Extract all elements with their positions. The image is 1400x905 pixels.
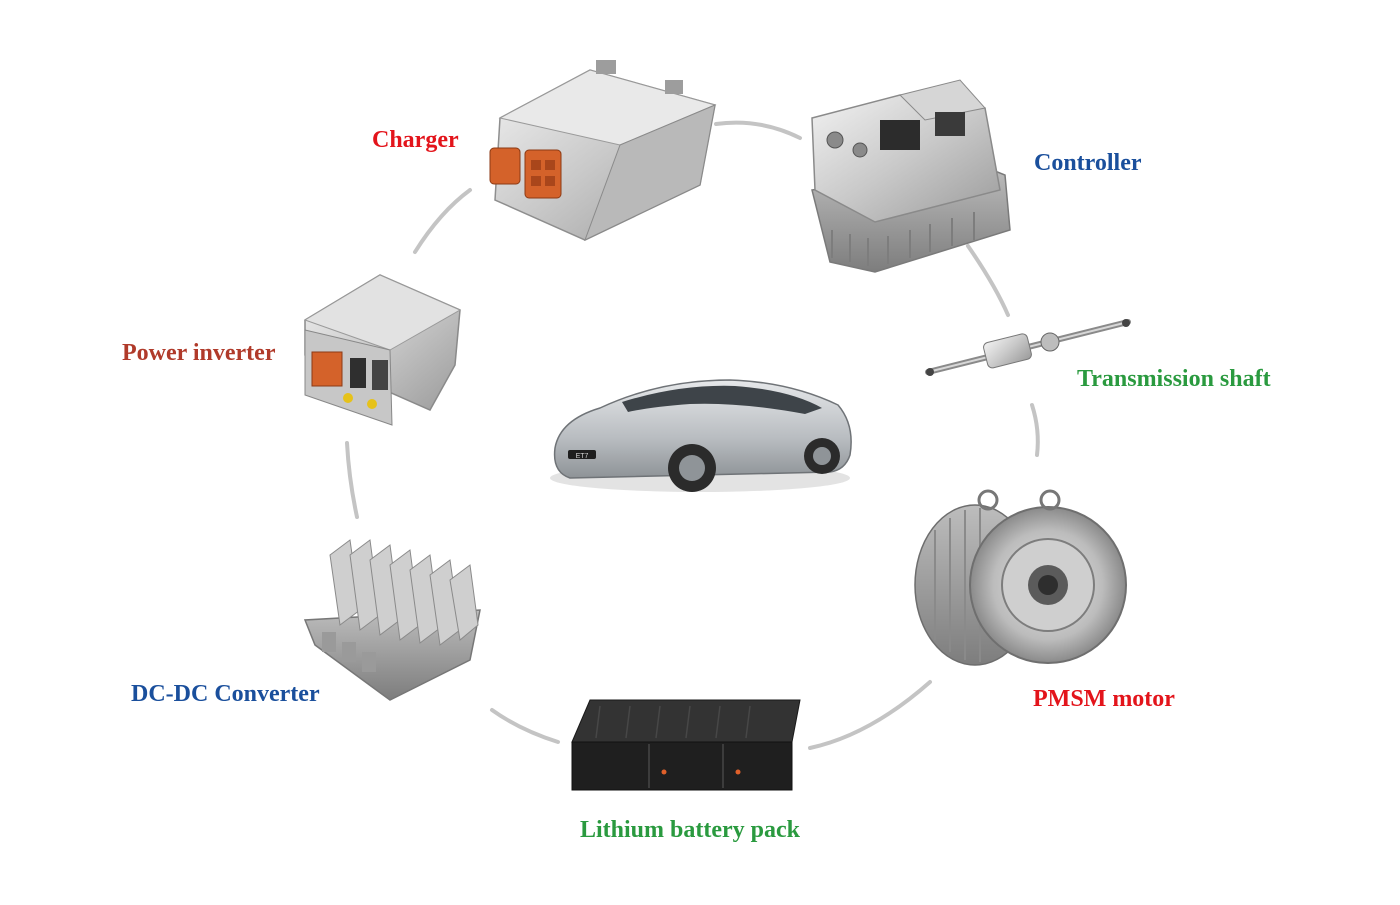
- label-transmission-shaft: Transmission shaft: [1077, 366, 1271, 392]
- label-charger: Charger: [372, 127, 459, 153]
- connection-ring: [345, 120, 1040, 750]
- car-icon: ET7: [550, 379, 852, 492]
- dc-dc-converter-icon: [303, 539, 481, 701]
- ring-arc-dcdc-inverter: [345, 441, 359, 519]
- ring-arc-controller-transmission: [966, 244, 1010, 317]
- ring-arc-inverter-charger: [413, 188, 472, 254]
- ring-arc-charger-controller: [714, 120, 802, 140]
- label-dc-dc-converter: DC-DC Converter: [131, 681, 320, 707]
- car-badge: ET7: [576, 453, 589, 460]
- motor-icon: [914, 489, 1127, 666]
- charger-icon: [489, 60, 717, 241]
- transmission-shaft-icon: [925, 319, 1131, 376]
- ring-arc-motor-battery: [808, 680, 932, 750]
- ring-arc-transmission-motor: [1030, 403, 1040, 457]
- label-power-inverter: Power inverter: [122, 340, 276, 366]
- label-lithium-battery-pack: Lithium battery pack: [580, 817, 801, 843]
- ring-arc-battery-dcdc: [490, 708, 560, 744]
- power-inverter-icon: [303, 274, 462, 426]
- controller-icon: [811, 79, 1011, 273]
- battery-pack-icon: [571, 699, 801, 791]
- label-pmsm-motor: PMSM motor: [1033, 686, 1175, 712]
- label-controller: Controller: [1034, 150, 1142, 176]
